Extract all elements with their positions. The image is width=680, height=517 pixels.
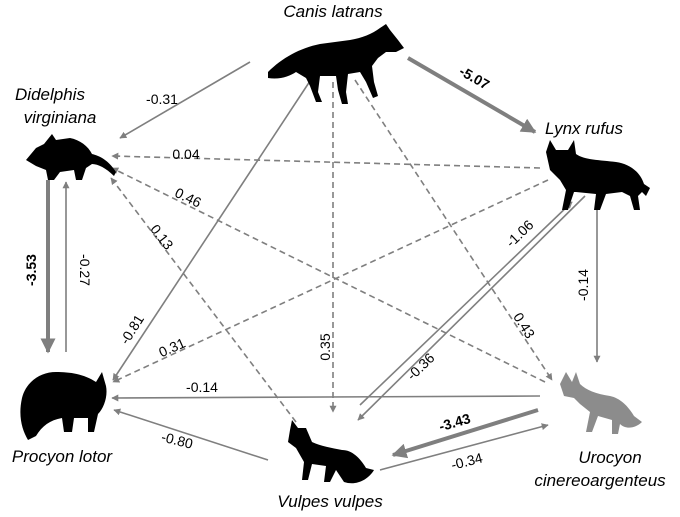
red-fox-silhouette-icon [288,420,374,484]
species-label-procyon: Procyon lotor [12,447,113,466]
species-label-vulpes: Vulpes vulpes [277,492,383,511]
edge-lynx-vulpes [357,195,586,421]
species-label-didelphis-line1: Didelphis [15,85,85,104]
species-label-urocyon-line2: cinereoargenteus [534,471,666,490]
edge-urocyon-didelphis [111,167,546,383]
edge-urocyon-vulpes [391,408,539,459]
edge-vulpes-didelphis [110,177,297,423]
edge-canis-didelphis [119,61,251,139]
edge-label-vulpes-lynx: -1.06 [502,216,536,250]
coyote-silhouette-icon [268,24,404,104]
edge-label-lynx-didelphis: 0.04 [172,146,199,162]
gray-fox-silhouette-icon [560,372,642,434]
species-label-didelphis-line2: virginiana [24,108,97,127]
edge-label-canis-urocyon: 0.43 [510,310,538,342]
edge-label-lynx-vulpes: -0.36 [403,349,437,383]
edge-canis-procyon [112,77,313,381]
bobcat-silhouette-icon [546,140,650,210]
opossum-silhouette-icon [26,134,116,180]
edge-urocyon-procyon [111,394,541,402]
edge-label-procyon-didelphis: -0.27 [77,254,93,286]
edge-canis-lynx [406,56,537,134]
edge-label-urocyon-didelphis: 0.46 [172,184,204,210]
raccoon-silhouette-icon [20,372,107,440]
edge-label-lynx-procyon: 0.31 [156,334,188,360]
edge-label-didelphis-procyon: -3.53 [23,254,39,286]
edge-vulpes-procyon [113,408,269,461]
edge-label-vulpes-urocyon: -0.34 [449,449,484,472]
edge-label-vulpes-didelphis: 0.13 [147,221,177,252]
edge-label-lynx-urocyon: -0.14 [575,269,591,301]
edge-lynx-didelphis [111,152,541,169]
edge-label-canis-vulpes: 0.35 [317,333,333,360]
species-label-lynx: Lynx rufus [545,119,624,138]
edge-label-urocyon-procyon: -0.14 [186,379,218,395]
edge-label-canis-didelphis: -0.31 [146,91,178,107]
edge-vulpes-urocyon [379,423,549,471]
edge-label-vulpes-procyon: -0.80 [160,429,195,452]
species-label-canis: Canis latrans [283,2,383,21]
species-label-urocyon-line1: Urocyon [578,448,641,467]
edge-label-canis-procyon: -0.81 [117,311,148,347]
edge-vulpes-lynx [359,201,573,406]
